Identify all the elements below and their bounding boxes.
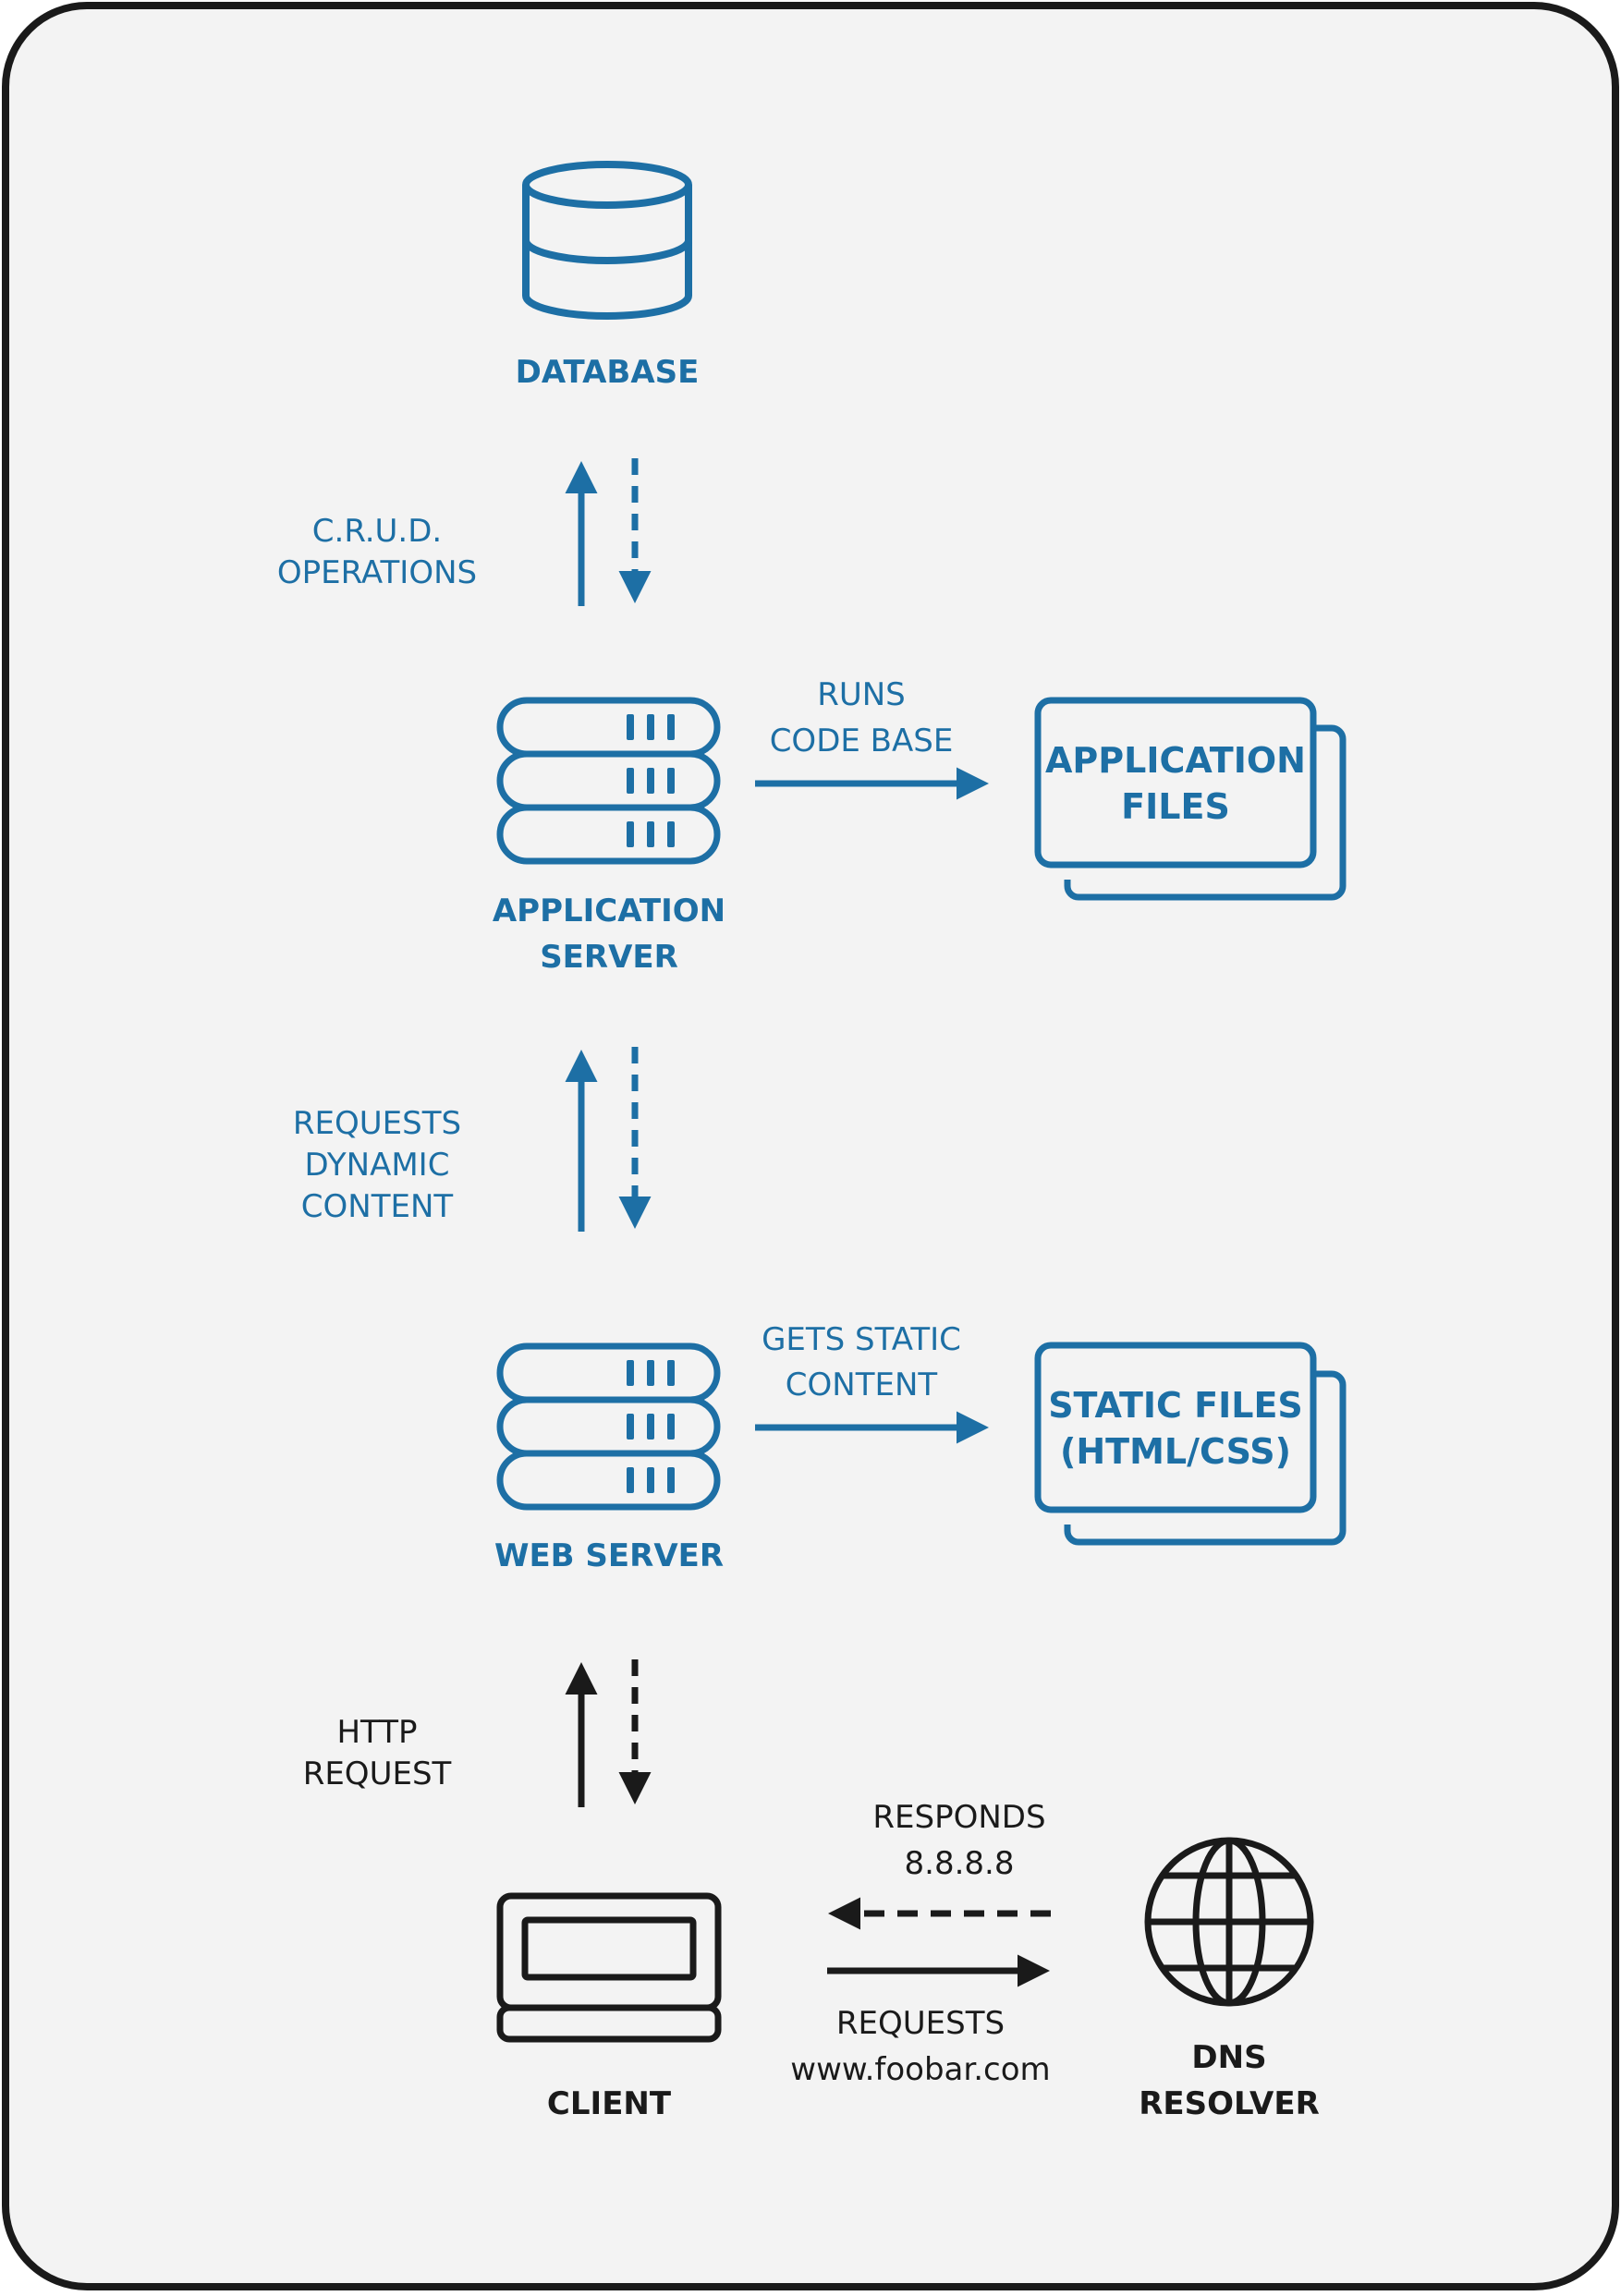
static-files-node: STATIC FILES (HTML/CSS) xyxy=(1034,1342,1347,1546)
application-files-label-line1: APPLICATION xyxy=(1045,740,1306,781)
http-request-line1: HTTP xyxy=(336,1714,417,1751)
application-server-label-line2: SERVER xyxy=(540,939,678,976)
dns-responds-line1: RESPONDS xyxy=(872,1799,1045,1836)
http-request-line2: REQUEST xyxy=(303,1755,452,1792)
requests-dynamic-label: REQUESTS DYNAMIC CONTENT xyxy=(293,1105,461,1225)
server-icon xyxy=(496,697,721,865)
gets-static-line1: GETS STATIC xyxy=(762,1321,961,1358)
crud-arrows xyxy=(565,458,652,606)
requests-dynamic-line3: CONTENT xyxy=(301,1188,454,1225)
stacked-files-icon xyxy=(1034,1342,1347,1546)
dns-responds-label: RESPONDS 8.8.8.8 xyxy=(872,1799,1045,1882)
dns-resolver-node: DNS RESOLVER xyxy=(1139,1837,1320,2122)
application-server-node: APPLICATION SERVER xyxy=(493,697,725,976)
database-label: DATABASE xyxy=(516,354,700,391)
gets-static-line2: CONTENT xyxy=(786,1367,938,1403)
runs-code-base-line2: CODE BASE xyxy=(770,723,954,759)
static-files-label-line2: (HTML/CSS) xyxy=(1060,1431,1291,1472)
dns-responds-line2: 8.8.8.8 xyxy=(905,1845,1015,1882)
laptop-icon xyxy=(496,1892,722,2043)
http-arrows xyxy=(565,1659,652,1807)
http-request-label: HTTP REQUEST xyxy=(303,1714,452,1792)
dns-resolver-label-line1: DNS xyxy=(1191,2039,1266,2076)
requests-dynamic-line2: DYNAMIC xyxy=(305,1147,450,1184)
dns-requests-line2: www.foobar.com xyxy=(790,2051,1050,2088)
stacked-files-icon xyxy=(1034,697,1347,901)
web-server-label: WEB SERVER xyxy=(494,1537,724,1574)
application-files-node: APPLICATION FILES xyxy=(1034,697,1347,901)
dns-resolver-label-line2: RESOLVER xyxy=(1139,2085,1320,2122)
dns-arrows xyxy=(827,1897,1051,1987)
client-node: CLIENT xyxy=(496,1892,722,2122)
globe-icon xyxy=(1144,1837,1314,2007)
requests-dynamic-line1: REQUESTS xyxy=(293,1105,461,1142)
dynamic-arrows xyxy=(565,1047,652,1232)
server-icon xyxy=(496,1342,721,1511)
web-server-node: WEB SERVER xyxy=(494,1342,724,1574)
gets-static-label: GETS STATIC CONTENT xyxy=(762,1321,961,1403)
dns-requests-line1: REQUESTS xyxy=(836,2005,1005,2042)
database-node: DATABASE xyxy=(516,161,700,391)
database-icon xyxy=(522,161,692,320)
crud-label-line2: OPERATIONS xyxy=(277,554,477,591)
runs-code-base-line1: RUNS xyxy=(817,676,906,713)
client-label: CLIENT xyxy=(547,2085,672,2122)
crud-label-line1: C.R.U.D. xyxy=(312,513,442,550)
crud-label: C.R.U.D. OPERATIONS xyxy=(277,513,477,591)
dns-requests-label: REQUESTS www.foobar.com xyxy=(790,2005,1050,2088)
static-files-label-line1: STATIC FILES xyxy=(1048,1385,1303,1426)
runs-code-base-label: RUNS CODE BASE xyxy=(770,676,954,759)
application-files-label-line2: FILES xyxy=(1121,786,1230,827)
application-server-label-line1: APPLICATION xyxy=(493,893,725,929)
